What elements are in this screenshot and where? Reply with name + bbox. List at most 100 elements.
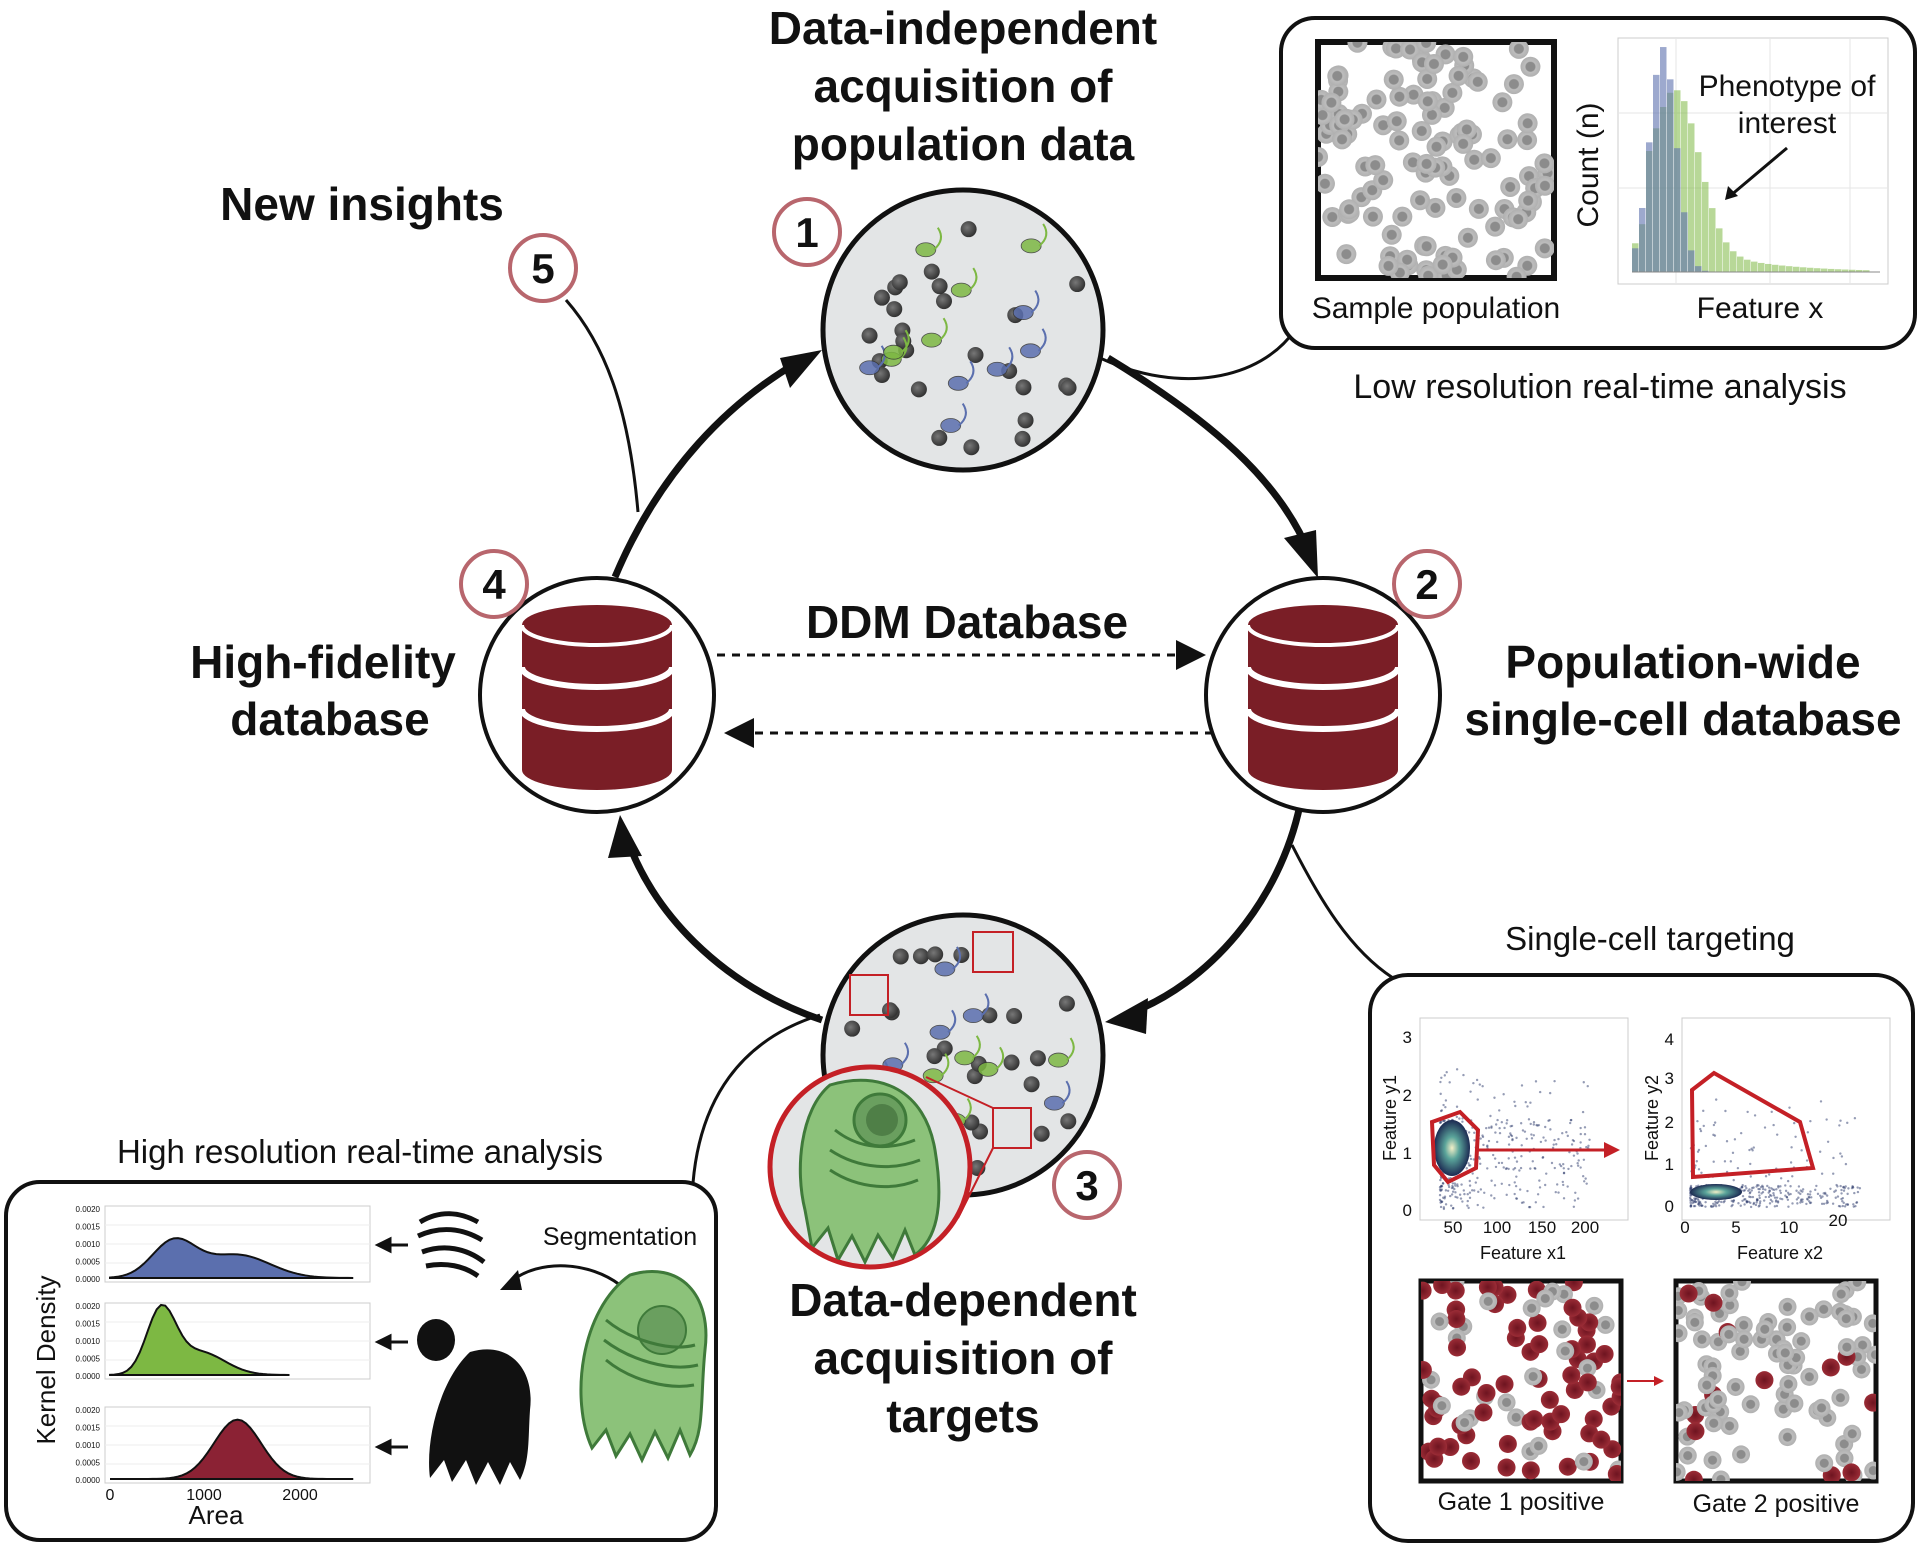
scatter-point: [1529, 1122, 1532, 1126]
scatter-point: [1529, 1101, 1532, 1104]
kernel-density-label: Kernel Density: [31, 1275, 61, 1444]
positive-cell: [1495, 1375, 1514, 1394]
scatter-point: [1461, 1120, 1464, 1123]
scatter-point: [1439, 1092, 1442, 1096]
bead: [1015, 379, 1032, 396]
scatter-point: [1513, 1192, 1516, 1196]
bead: [926, 1048, 943, 1065]
scatter-point: [1772, 1191, 1775, 1195]
scatter-point: [1843, 1186, 1846, 1190]
bead: [923, 263, 940, 280]
hist-bar-green: [1849, 269, 1856, 272]
negative-cell: [1843, 1424, 1862, 1443]
negative-cell: [1779, 1375, 1798, 1394]
positive-cell: [1462, 1451, 1481, 1470]
scatter-point: [1576, 1162, 1579, 1165]
svg-text:150: 150: [1528, 1218, 1556, 1237]
hist-bar-green: [1807, 267, 1814, 272]
target-box-3: [992, 1107, 1032, 1149]
scatter-point: [1697, 1168, 1701, 1171]
scatter-point: [1799, 1192, 1802, 1196]
scatter-point: [1452, 1206, 1455, 1210]
scatter-point: [1582, 1081, 1585, 1084]
negative-cell: [1733, 1281, 1752, 1291]
positive-cell: [1446, 1281, 1465, 1300]
scatter-point: [1543, 1183, 1547, 1187]
scatter-point: [1840, 1188, 1843, 1192]
svg-text:3: 3: [1075, 1162, 1098, 1209]
scatter-point: [1748, 1188, 1751, 1191]
hist-bar-blue: [1674, 148, 1681, 272]
scatter-point: [1485, 1126, 1488, 1130]
bead: [935, 293, 952, 310]
gate-1-label: Gate 1 positive: [1438, 1488, 1605, 1516]
bead: [963, 1114, 980, 1131]
scatter-point: [1762, 1199, 1766, 1202]
positive-cell: [1821, 1358, 1840, 1377]
plot1-xlabel: Feature x1: [1480, 1243, 1566, 1263]
scatter-point: [1547, 1119, 1550, 1122]
sample-cell: [1467, 71, 1488, 92]
negative-cell: [1837, 1309, 1856, 1328]
scatter-point: [1786, 1179, 1790, 1183]
hist-bar-green: [1737, 256, 1744, 272]
scatter-point: [1465, 1167, 1468, 1170]
scatter-point: [1527, 1118, 1531, 1121]
scatter-point: [1819, 1196, 1823, 1200]
scatter-point: [1489, 1114, 1492, 1118]
scatter-point: [1552, 1143, 1555, 1146]
svg-text:population data: population data: [792, 118, 1135, 170]
arrow-3-to-4: [622, 833, 824, 1024]
sample-cell: [1534, 175, 1554, 196]
segmentation-arrow: [509, 1264, 621, 1287]
negative-cell: [1814, 1300, 1833, 1319]
svg-text:3: 3: [1665, 1069, 1674, 1088]
scatter-point: [1500, 1182, 1503, 1185]
svg-text:acquisition of: acquisition of: [814, 60, 1114, 112]
scatter-point: [1581, 1175, 1585, 1178]
scatter-point: [1498, 1127, 1501, 1130]
scatter-point: [1498, 1109, 1501, 1112]
sample-cell: [1508, 209, 1529, 230]
negative-cell: [1741, 1395, 1760, 1414]
scatter-plot-1: 3 2 1 0 50 100 150 200 Feature x1 Featur…: [1380, 1017, 1629, 1263]
scatter-point: [1704, 1144, 1708, 1148]
scatter-point: [1759, 1200, 1762, 1203]
density-curve: [109, 1303, 290, 1376]
scatter-point: [1524, 1101, 1527, 1104]
scatter-point: [1497, 1161, 1501, 1165]
cell-trail: [900, 329, 910, 353]
scatter-point: [1467, 1131, 1471, 1134]
scatter-point: [1453, 1182, 1457, 1185]
scatter-point: [1767, 1173, 1771, 1176]
sample-cell: [1517, 130, 1538, 151]
scatter-point: [1557, 1191, 1560, 1194]
scatter-point: [1764, 1175, 1768, 1178]
scatter-point: [1513, 1166, 1517, 1170]
cell-trail: [1030, 290, 1040, 314]
scatter-point: [1702, 1109, 1705, 1113]
negative-cell: [1720, 1283, 1739, 1302]
cell: [929, 1024, 951, 1040]
positive-cell: [1584, 1410, 1603, 1429]
scatter-point: [1836, 1195, 1840, 1198]
step-badge-3: 3: [1052, 1150, 1122, 1220]
scatter-point: [1784, 1189, 1788, 1193]
sample-cell: [1417, 91, 1438, 112]
scatter-point: [1770, 1110, 1773, 1114]
scatter-point: [1555, 1143, 1558, 1146]
scatter-point: [1438, 1198, 1442, 1202]
scatter-point: [1526, 1189, 1529, 1193]
scatter-point: [1444, 1203, 1448, 1206]
scatter-point: [1788, 1106, 1791, 1109]
scatter-point: [1751, 1149, 1754, 1152]
negative-cell: [1704, 1414, 1723, 1433]
scatter-point: [1846, 1203, 1850, 1206]
scatter-point: [1448, 1081, 1451, 1084]
scatter-point: [1843, 1205, 1847, 1208]
bead: [1014, 430, 1031, 447]
scatter-point: [1562, 1183, 1565, 1187]
svg-text:1000: 1000: [186, 1487, 222, 1504]
hist-bar-green: [1730, 251, 1737, 272]
positive-cell: [1528, 1313, 1547, 1332]
